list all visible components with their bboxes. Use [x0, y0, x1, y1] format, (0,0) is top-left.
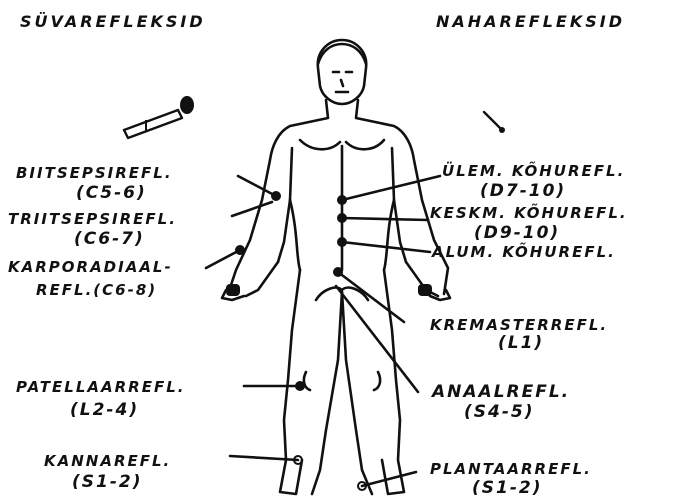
reflex-hammer-icon — [124, 96, 194, 138]
triceps-reflex-label: TRIITSEPSIREFL. — [8, 212, 177, 227]
plantar-reflex-label: PLANTAARREFL. — [430, 462, 592, 477]
middle-abdominal-reflex-segment: (D9-10) — [474, 225, 560, 242]
cremasteric-reflex-label: KREMASTERREFL. — [430, 318, 608, 333]
pointer-lines — [206, 176, 440, 486]
human-figure-outline — [222, 40, 450, 494]
triceps-reflex-segment: (C6-7) — [74, 231, 145, 248]
deep-reflexes-header: SÜVAREFLEKSID — [20, 14, 206, 30]
anal-reflex-segment: (S4-5) — [464, 404, 535, 421]
achilles-reflex-segment: (S1-2) — [72, 474, 143, 491]
lower-abdominal-reflex-label: ALUM. KÕHUREFL. — [432, 245, 616, 260]
plantar-reflex-segment: (S1-2) — [472, 480, 543, 497]
skin-reflexes-header: NAHAREFLEKSID — [436, 14, 625, 30]
upper-abdominal-reflex-label: ÜLEM. KÕHUREFL. — [442, 164, 625, 179]
biceps-reflex-segment: (C5-6) — [76, 185, 147, 202]
patellar-reflex-label: PATELLAARREFL. — [16, 380, 185, 395]
middle-abdominal-reflex-label: KESKM. KÕHUREFL. — [430, 206, 628, 221]
carporadial-reflex-segment: REFL.(C6-8) — [36, 283, 157, 298]
patellar-reflex-segment: (L2-4) — [70, 402, 139, 419]
cremasteric-reflex-segment: (L1) — [498, 335, 544, 352]
achilles-reflex-label: KANNAREFL. — [44, 454, 171, 469]
pin-stimulus-icon — [484, 112, 505, 133]
upper-abdominal-reflex-segment: (D7-10) — [480, 183, 566, 200]
anal-reflex-label: ANAALREFL. — [432, 384, 570, 401]
carporadial-reflex-label: KARPORADIAAL- — [8, 260, 173, 275]
biceps-reflex-label: BIITSEPSIREFL. — [16, 166, 173, 181]
